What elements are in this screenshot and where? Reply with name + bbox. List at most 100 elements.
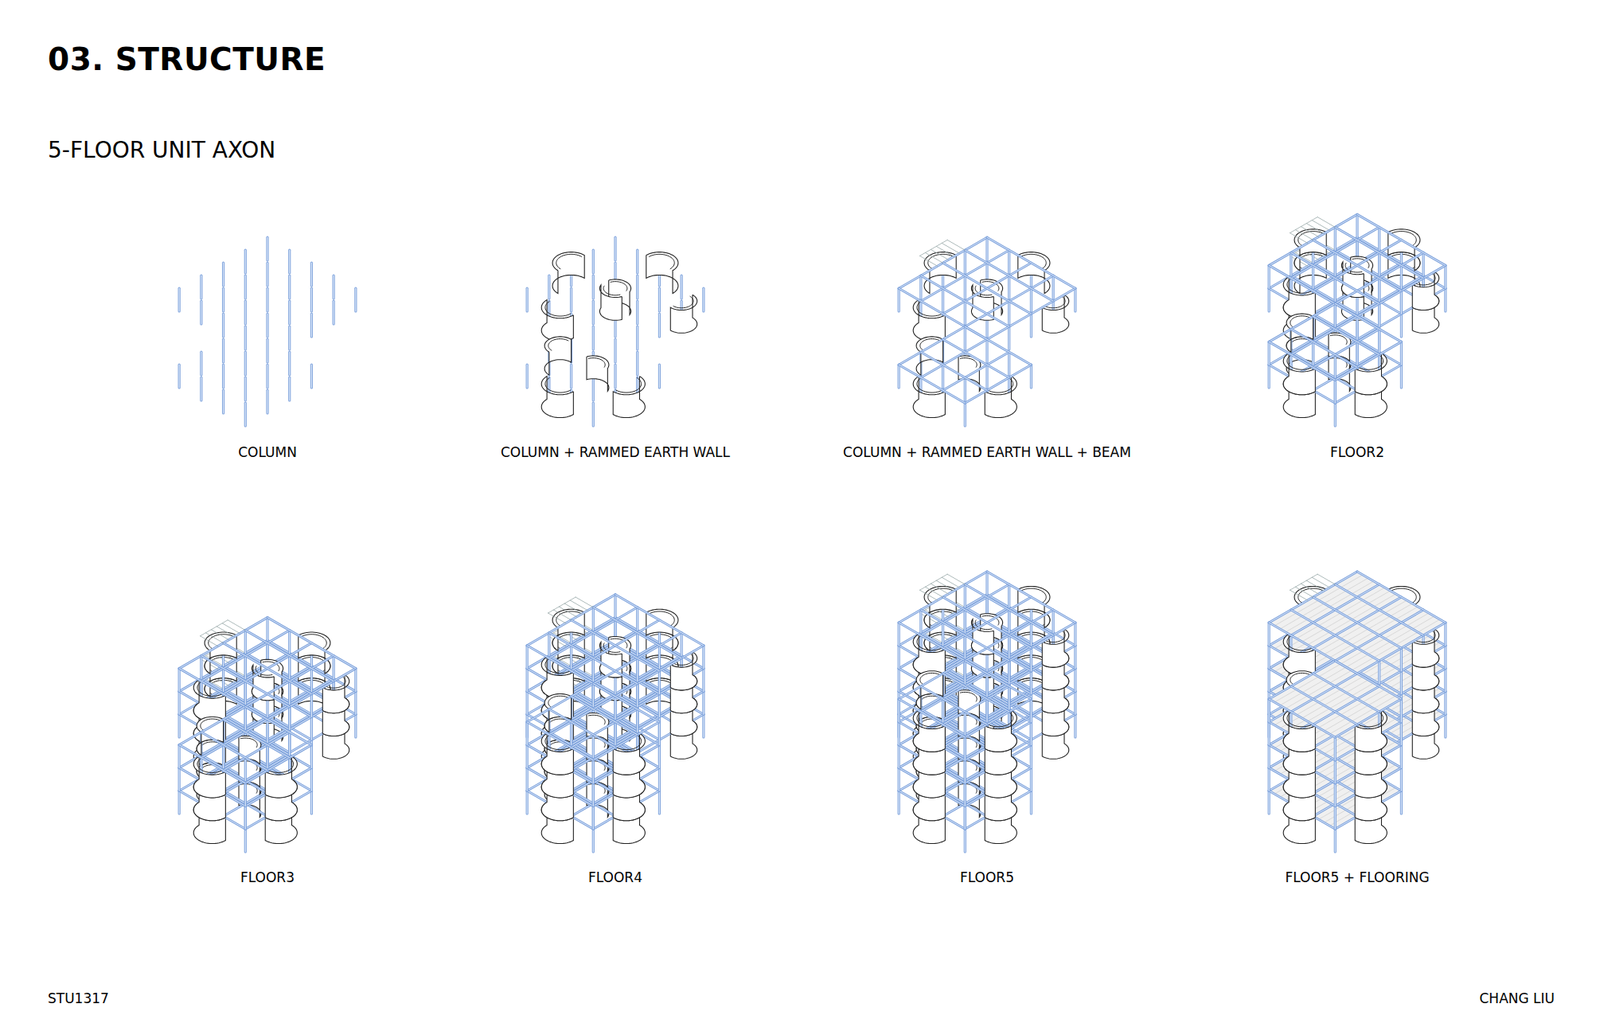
column — [244, 300, 247, 324]
beam — [1291, 252, 1380, 304]
column — [244, 351, 247, 375]
column-highlight — [702, 288, 704, 312]
column-highlight — [1400, 364, 1402, 388]
beam-highlight — [920, 275, 1010, 327]
column-highlight — [898, 767, 900, 791]
column-highlight — [526, 690, 528, 715]
rammed-earth-wall — [552, 252, 585, 294]
column-highlight — [288, 706, 290, 730]
column-highlight — [526, 645, 528, 669]
column-highlight — [333, 655, 335, 680]
column — [1355, 341, 1359, 365]
column — [178, 690, 181, 715]
column-highlight — [964, 326, 966, 350]
column — [636, 658, 639, 682]
column-highlight — [1030, 745, 1032, 769]
column — [702, 288, 705, 312]
column-highlight — [1334, 252, 1336, 276]
column-highlight — [659, 790, 660, 814]
column-highlight — [179, 690, 180, 715]
column — [1400, 313, 1403, 337]
column-highlight — [1030, 313, 1032, 337]
column-highlight — [288, 326, 290, 350]
column — [244, 706, 247, 730]
axon-stage — [1268, 214, 1446, 426]
column-highlight — [659, 694, 660, 718]
beam — [615, 594, 704, 646]
wall-top-edge — [556, 253, 582, 270]
rammed-earth-wall — [612, 376, 645, 418]
wall-top-edge — [200, 718, 221, 731]
column — [310, 313, 313, 337]
column-highlight — [288, 275, 290, 299]
column — [1268, 364, 1271, 388]
column-highlight — [1400, 341, 1402, 365]
column — [1443, 265, 1447, 289]
column-highlight — [702, 714, 704, 738]
column — [178, 745, 181, 769]
column — [265, 745, 269, 769]
column — [199, 275, 203, 299]
beam — [201, 655, 290, 707]
column — [636, 632, 639, 656]
column — [1334, 277, 1337, 301]
column-highlight — [245, 402, 246, 426]
wall-top-edge — [545, 658, 571, 674]
column — [1073, 690, 1077, 715]
column — [1030, 364, 1033, 388]
column — [636, 326, 639, 350]
column-highlight — [1378, 226, 1380, 250]
column-highlight — [222, 390, 224, 414]
column — [1400, 364, 1403, 388]
column-highlight — [614, 696, 616, 720]
column-highlight — [200, 377, 202, 401]
column — [310, 364, 313, 388]
column — [613, 237, 617, 261]
column-highlight — [593, 249, 594, 274]
column-highlight — [659, 721, 660, 746]
column-highlight — [1334, 379, 1336, 403]
column-highlight — [266, 262, 268, 286]
column — [1422, 252, 1425, 276]
column — [569, 645, 573, 669]
column-highlight — [311, 716, 313, 740]
beam — [943, 262, 1032, 314]
column — [897, 364, 901, 388]
column — [702, 668, 705, 692]
column — [199, 377, 203, 401]
column — [592, 275, 595, 299]
stair-tread — [1306, 223, 1324, 235]
column — [1073, 288, 1077, 312]
beam — [920, 275, 1010, 327]
column-highlight — [266, 719, 268, 743]
column — [658, 694, 661, 718]
column-highlight — [898, 668, 900, 692]
column — [636, 275, 639, 299]
column — [288, 732, 291, 756]
column-highlight — [636, 249, 638, 274]
column-highlight — [222, 364, 224, 388]
beam-highlight — [201, 655, 290, 707]
stair-tread — [222, 623, 240, 634]
wall-top-edge — [616, 378, 642, 394]
column-highlight — [898, 790, 900, 814]
column — [1355, 214, 1359, 238]
column-highlight — [245, 300, 246, 324]
wall-top-edge — [1287, 278, 1313, 294]
beam-highlight — [526, 721, 594, 761]
wall-top-edge — [1290, 316, 1311, 328]
column — [1007, 249, 1011, 274]
column-highlight — [964, 300, 966, 324]
column — [244, 805, 247, 829]
beam-highlight — [615, 594, 704, 646]
column — [636, 683, 639, 707]
column — [354, 690, 357, 715]
column — [526, 668, 529, 692]
column — [1334, 354, 1337, 378]
column-highlight — [548, 275, 550, 299]
column-highlight — [179, 288, 180, 312]
column-highlight — [636, 275, 638, 299]
column-highlight — [593, 607, 594, 631]
column-highlight — [659, 671, 660, 695]
column-highlight — [570, 721, 572, 746]
